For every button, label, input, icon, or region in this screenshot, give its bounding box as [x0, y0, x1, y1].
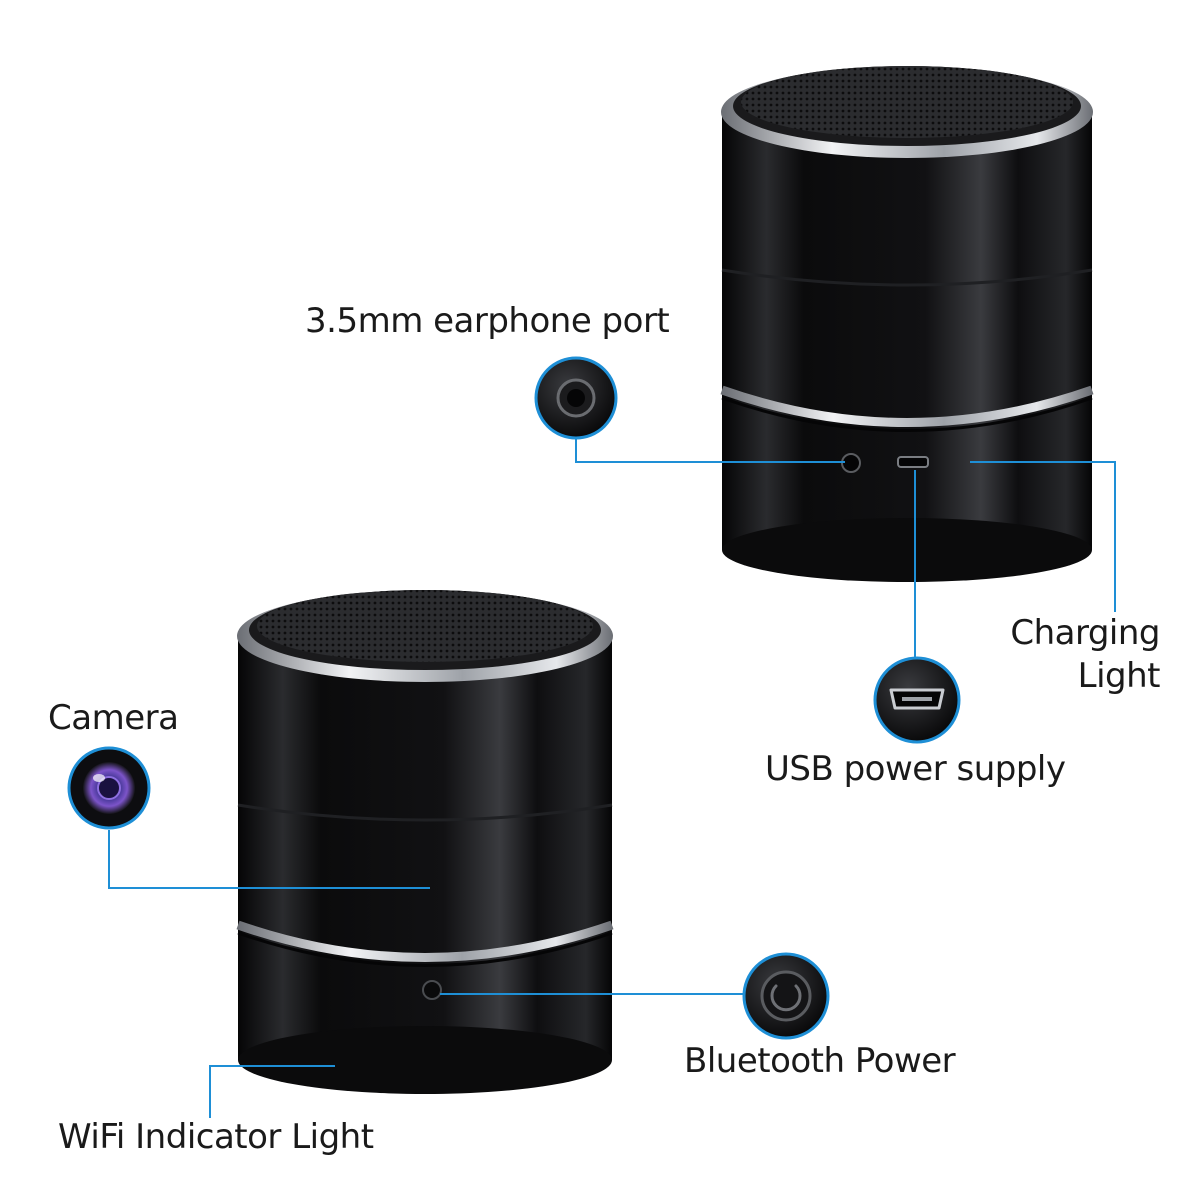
power-button-icon — [742, 952, 830, 1040]
camera-label: Camera — [48, 698, 179, 738]
earphone-jack-icon — [534, 356, 618, 440]
usb-power-supply-label: USB power supply — [765, 749, 1066, 789]
rear-speaker — [720, 66, 1094, 582]
callout-lines — [108, 430, 1116, 1118]
wifi-indicator-light-label: WiFi Indicator Light — [58, 1117, 374, 1157]
bluetooth-power-label: Bluetooth Power — [684, 1041, 956, 1081]
usb-port-icon — [873, 656, 961, 744]
front-speaker — [236, 590, 614, 1094]
charging-light-label-line1: Charging — [1010, 613, 1160, 653]
camera-lens-icon — [67, 746, 151, 830]
charging-light-label: Charging Light — [1000, 612, 1160, 697]
earphone-port-label: 3.5mm earphone port — [305, 301, 670, 341]
charging-light-label-line2: Light — [1077, 655, 1161, 696]
